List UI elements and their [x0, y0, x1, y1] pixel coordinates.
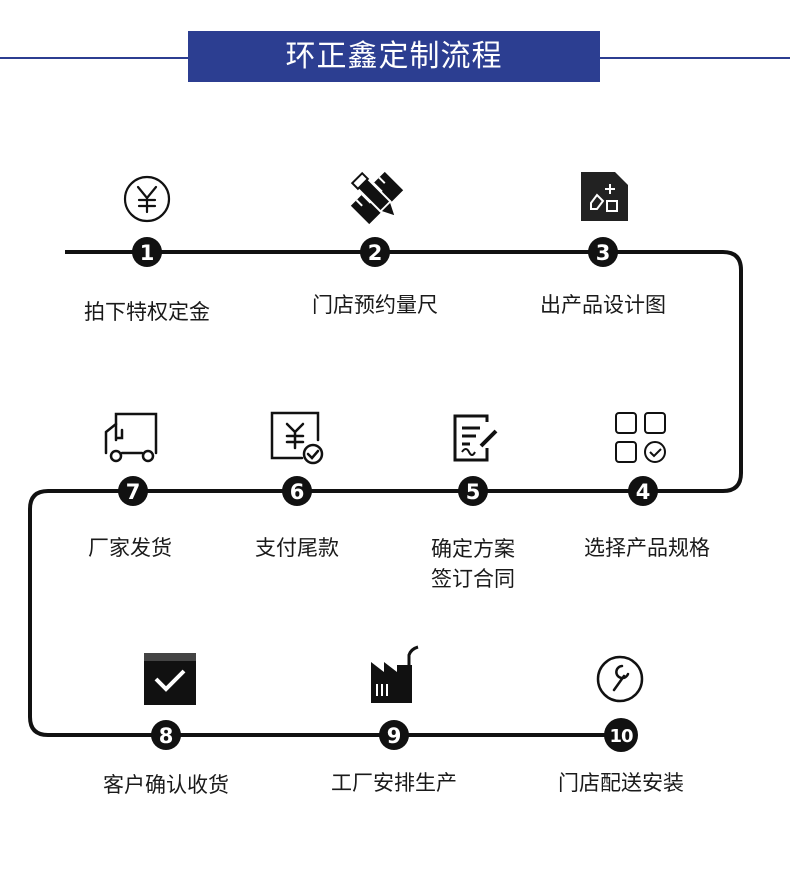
step-badge-4: 4 — [628, 476, 658, 506]
svg-text:1: 1 — [140, 241, 155, 265]
step-badge-5: 5 — [458, 476, 488, 506]
step-label-5: 确定方案 签订合同 — [373, 534, 573, 594]
step-badge-3: 3 — [588, 237, 618, 267]
check-box-icon — [144, 653, 196, 705]
yen-receipt-icon — [270, 411, 324, 465]
svg-text:8: 8 — [159, 724, 174, 748]
step-label-8: 客户确认收货 — [103, 773, 229, 797]
step-label-9: 工厂安排生产 — [331, 771, 457, 795]
svg-text:3: 3 — [596, 241, 611, 265]
step-badge-6: 6 — [282, 476, 312, 506]
step-badge-1: 1 — [132, 237, 162, 267]
design-doc-icon — [581, 172, 628, 221]
step-label-6: 支付尾款 — [255, 536, 339, 560]
header-line-right — [600, 57, 790, 59]
factory-icon — [371, 645, 419, 703]
step-badge-9: 9 — [379, 720, 409, 750]
step-label-5-line2: 签订合同 — [431, 567, 515, 591]
ruler-pencil-icon — [350, 171, 404, 225]
svg-text:6: 6 — [290, 480, 305, 504]
page-title: 环正鑫定制流程 — [188, 31, 600, 82]
contract-sign-icon — [453, 414, 498, 462]
svg-text:7: 7 — [126, 480, 141, 504]
step-badge-8: 8 — [151, 720, 181, 750]
yen-coin-icon — [123, 175, 171, 223]
svg-text:9: 9 — [387, 724, 402, 748]
step-label-2: 门店预约量尺 — [312, 293, 438, 317]
wrench-icon — [596, 655, 644, 703]
svg-text:4: 4 — [636, 480, 651, 504]
step-label-3: 出产品设计图 — [540, 293, 666, 317]
header-line-left — [0, 57, 188, 59]
step-badge-10: 10 — [604, 718, 638, 752]
step-label-1: 拍下特权定金 — [84, 300, 210, 324]
delivery-truck-icon — [104, 412, 158, 463]
step-label-5-line1: 确定方案 — [431, 537, 515, 561]
grid-check-icon — [615, 412, 666, 463]
svg-text:2: 2 — [368, 241, 383, 265]
svg-text:5: 5 — [466, 480, 481, 504]
step-label-4: 选择产品规格 — [584, 536, 710, 560]
step-label-10: 门店配送安装 — [558, 771, 684, 795]
step-badge-7: 7 — [118, 476, 148, 506]
svg-text:10: 10 — [609, 726, 633, 747]
step-label-7: 厂家发货 — [88, 536, 172, 560]
step-badge-2: 2 — [360, 237, 390, 267]
flow-line — [28, 250, 743, 737]
